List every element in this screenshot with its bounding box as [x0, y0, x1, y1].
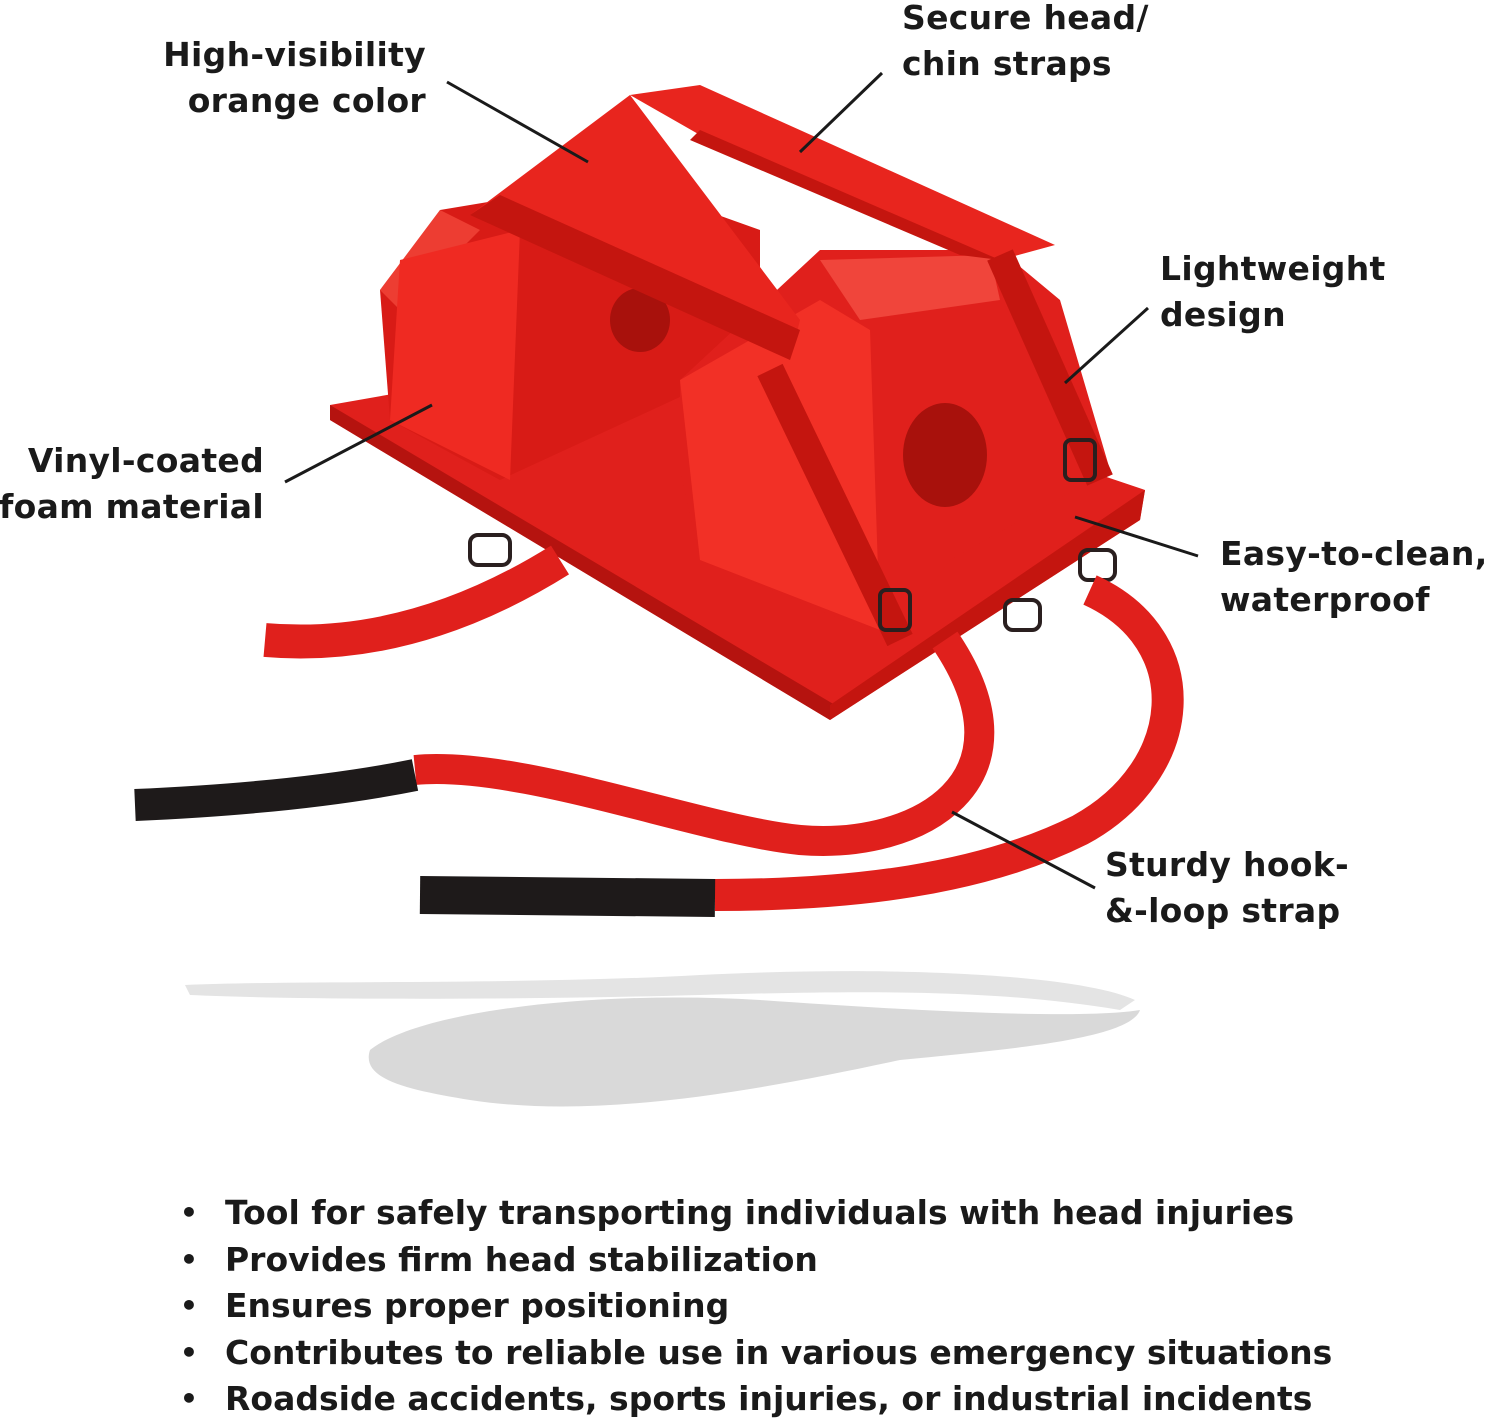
callout-line: Lightweight [1160, 249, 1386, 288]
callout-line: orange color [187, 81, 426, 120]
callout-leader-lines [284, 71, 1199, 890]
callout-line: Vinyl-coated [27, 441, 264, 480]
callout-line: Easy-to-clean, [1220, 534, 1488, 573]
callout-line: foam material [0, 487, 264, 526]
callout-lightweight: Lightweight design [1160, 246, 1386, 338]
head-chin-straps [470, 85, 1055, 360]
feature-item: Tool for safely transporting individuals… [180, 1190, 1332, 1237]
callout-line: &-loop strap [1105, 891, 1341, 930]
callout-line: Sturdy hook- [1105, 845, 1350, 884]
product-shadow [185, 971, 1140, 1107]
callout-high-visibility: High-visibility orange color [163, 32, 426, 124]
callout-vinyl-coated: Vinyl-coated foam material [0, 438, 264, 530]
callout-secure-straps: Secure head/ chin straps [902, 0, 1149, 87]
callout-line: design [1160, 295, 1286, 334]
callout-sturdy-strap: Sturdy hook- &-loop strap [1105, 842, 1349, 934]
callout-easy-clean: Easy-to-clean, waterproof [1220, 531, 1488, 623]
feature-item: Roadside accidents, sports injuries, or … [180, 1376, 1332, 1423]
callout-line: Secure head/ [902, 0, 1149, 37]
long-straps [134, 545, 1184, 917]
feature-item: Ensures proper positioning [180, 1283, 1332, 1330]
side-straps [468, 249, 1117, 647]
feature-list: Tool for safely transporting individuals… [180, 1190, 1332, 1423]
callout-line: waterproof [1220, 580, 1430, 619]
feature-item: Contributes to reliable use in various e… [180, 1330, 1332, 1377]
feature-item: Provides firm head stabilization [180, 1237, 1332, 1284]
callout-line: chin straps [902, 44, 1112, 83]
callout-line: High-visibility [163, 35, 426, 74]
